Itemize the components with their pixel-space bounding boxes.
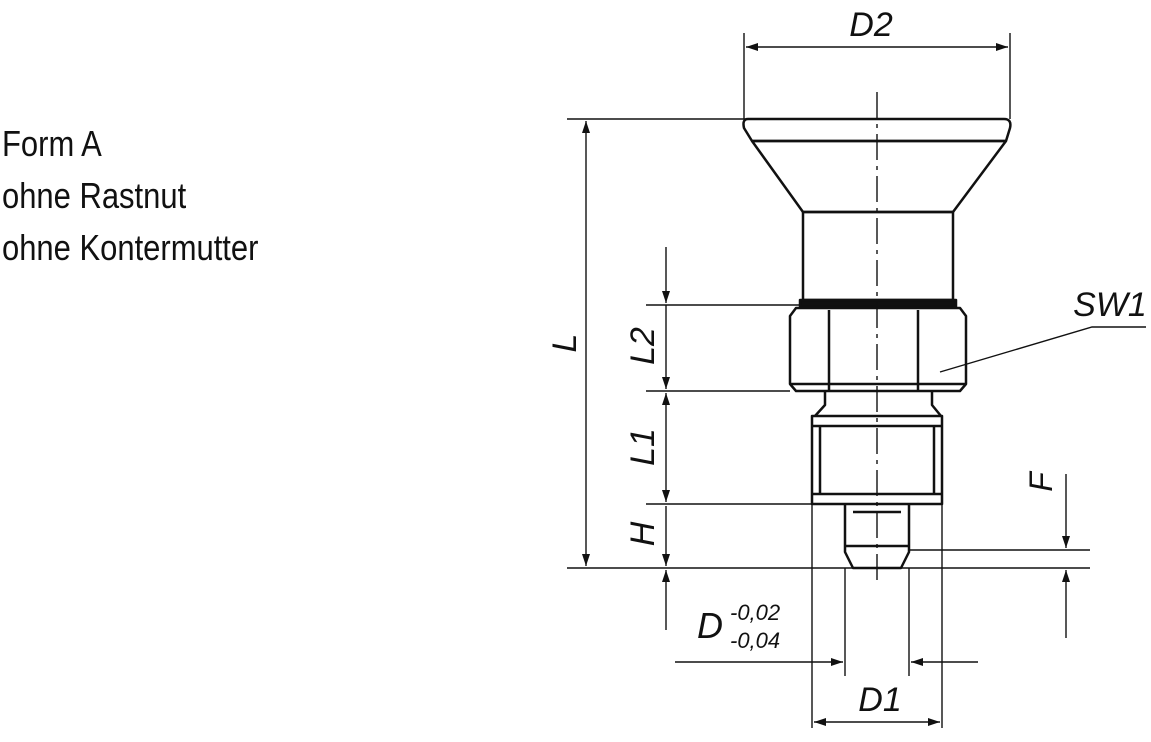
knob-cone <box>750 140 1008 214</box>
dim-l1-label: L1 <box>624 428 662 466</box>
thread-neck <box>814 391 942 417</box>
sw1-leader <box>939 326 1146 373</box>
dimension-lines <box>582 43 1146 726</box>
hex-body <box>788 306 968 393</box>
caption-locknut: ohne Kontermutter <box>2 227 259 268</box>
dim-h-label: H <box>624 521 662 546</box>
form-caption: Form A ohne Rastnut ohne Kontermutter <box>2 118 258 274</box>
knob-shank <box>801 210 955 302</box>
caption-form: Form A <box>2 123 102 164</box>
dim-l2-label: L2 <box>624 327 662 365</box>
dim-l-label: L <box>546 334 584 353</box>
extension-lines <box>567 33 1090 728</box>
dim-d-label: D <box>697 605 723 646</box>
dim-d1-label: D1 <box>858 681 901 719</box>
indexing-plunger-outline <box>742 117 1012 570</box>
dim-d2-label: D2 <box>849 6 893 44</box>
dim-f-label: F <box>1023 470 1059 492</box>
dim-d-lower-tolerance: -0,04 <box>730 628 780 653</box>
caption-groove: ohne Rastnut <box>2 175 187 216</box>
dim-d-upper-tolerance: -0,02 <box>730 600 780 625</box>
dim-sw1-label: SW1 <box>1073 286 1147 324</box>
